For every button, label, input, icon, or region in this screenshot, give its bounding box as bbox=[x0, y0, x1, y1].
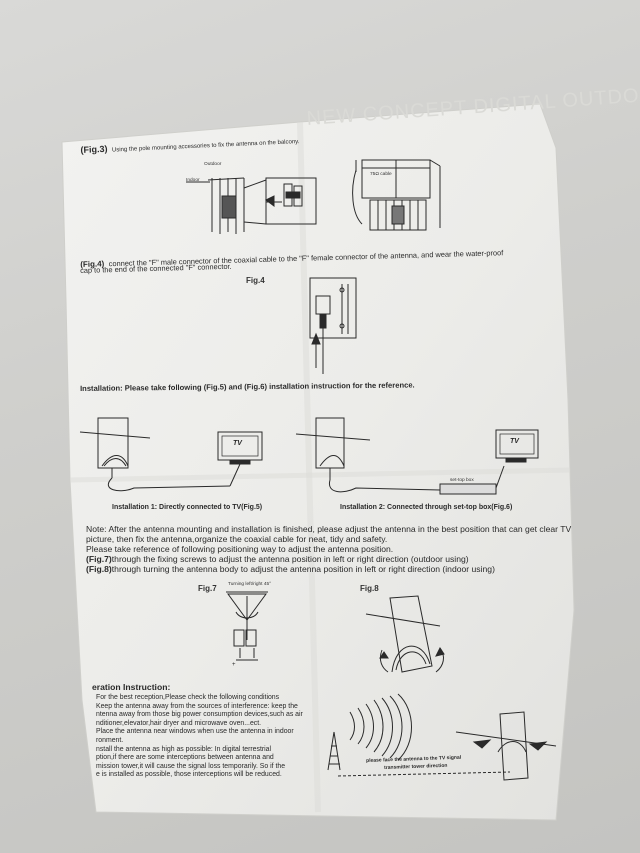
fig4-caption: Fig.4 bbox=[246, 276, 265, 285]
fig8-caption: Fig.8 bbox=[360, 584, 379, 593]
fig4-illustration bbox=[309, 277, 357, 374]
operation-line-7: nstall the antenna as high as possible: … bbox=[96, 745, 272, 753]
settop-label: set-top box bbox=[450, 478, 474, 483]
installation-caption-2: Installation 2: Connected through set-to… bbox=[340, 504, 513, 511]
note-line-1: Note: After the antenna mounting and ins… bbox=[86, 524, 572, 534]
installation-caption-1: Installation 1: Directly connected to TV… bbox=[112, 504, 263, 511]
fig3-label-cable: 75Ω cable bbox=[370, 172, 392, 177]
fig3-label-outdoor: Outdoor bbox=[204, 162, 222, 167]
fig3-tag: (Fig.3) bbox=[80, 143, 108, 155]
tv-label-2: TV bbox=[510, 438, 519, 445]
fig3-illustration bbox=[186, 159, 441, 234]
operation-line-3: ntenna away from those big power consump… bbox=[96, 711, 303, 719]
operation-line-9: mission tower,it will cause the signal l… bbox=[96, 762, 286, 770]
operation-text-block: For the best reception,Please check the … bbox=[96, 694, 314, 780]
operation-line-2: Keep the antenna away from the sources o… bbox=[96, 702, 298, 710]
note-fig8-tag: (Fig.8) bbox=[86, 564, 112, 574]
operation-illustration bbox=[327, 693, 557, 781]
note-fig8-line: (Fig.8)through turning the antenna body … bbox=[86, 564, 495, 574]
fig7-turn-label: Turning left/right 45° bbox=[228, 582, 272, 587]
operation-heading: eration Instruction: bbox=[92, 682, 171, 692]
operation-line-10: e is installed as possible, those interc… bbox=[96, 771, 282, 779]
operation-line-8: ption,if there are some interceptions be… bbox=[96, 754, 274, 762]
operation-line-6: ronment. bbox=[96, 736, 124, 744]
note-fig8-text: through turning the antenna body to adju… bbox=[111, 564, 495, 574]
fig3-label-indoor: Indoor bbox=[186, 178, 200, 183]
fig5-illustration bbox=[79, 417, 263, 492]
operation-line-1: For the best reception,Please check the … bbox=[96, 694, 280, 701]
note-fig7-text: through the fixing screws to adjust the … bbox=[111, 554, 469, 564]
tv-label-1: TV bbox=[233, 440, 242, 447]
note-fig7-tag: (Fig.7) bbox=[86, 554, 112, 564]
fig7-illustration: + bbox=[226, 591, 268, 668]
operation-line-5: Place the antenna near windows when use … bbox=[96, 728, 294, 736]
fig8-illustration bbox=[365, 595, 445, 673]
note-line-2: picture, then fix the antenna,organize t… bbox=[86, 534, 388, 544]
svg-text:+: + bbox=[232, 662, 236, 668]
note-fig7-line: (Fig.7)through the fixing screws to adju… bbox=[86, 554, 469, 564]
operation-line-4: nditioner,elevator,hair dryer and microw… bbox=[96, 719, 262, 727]
fig6-illustration bbox=[295, 417, 539, 495]
fig7-caption: Fig.7 bbox=[198, 584, 217, 593]
note-line-3: Please take reference of following posit… bbox=[86, 544, 394, 554]
